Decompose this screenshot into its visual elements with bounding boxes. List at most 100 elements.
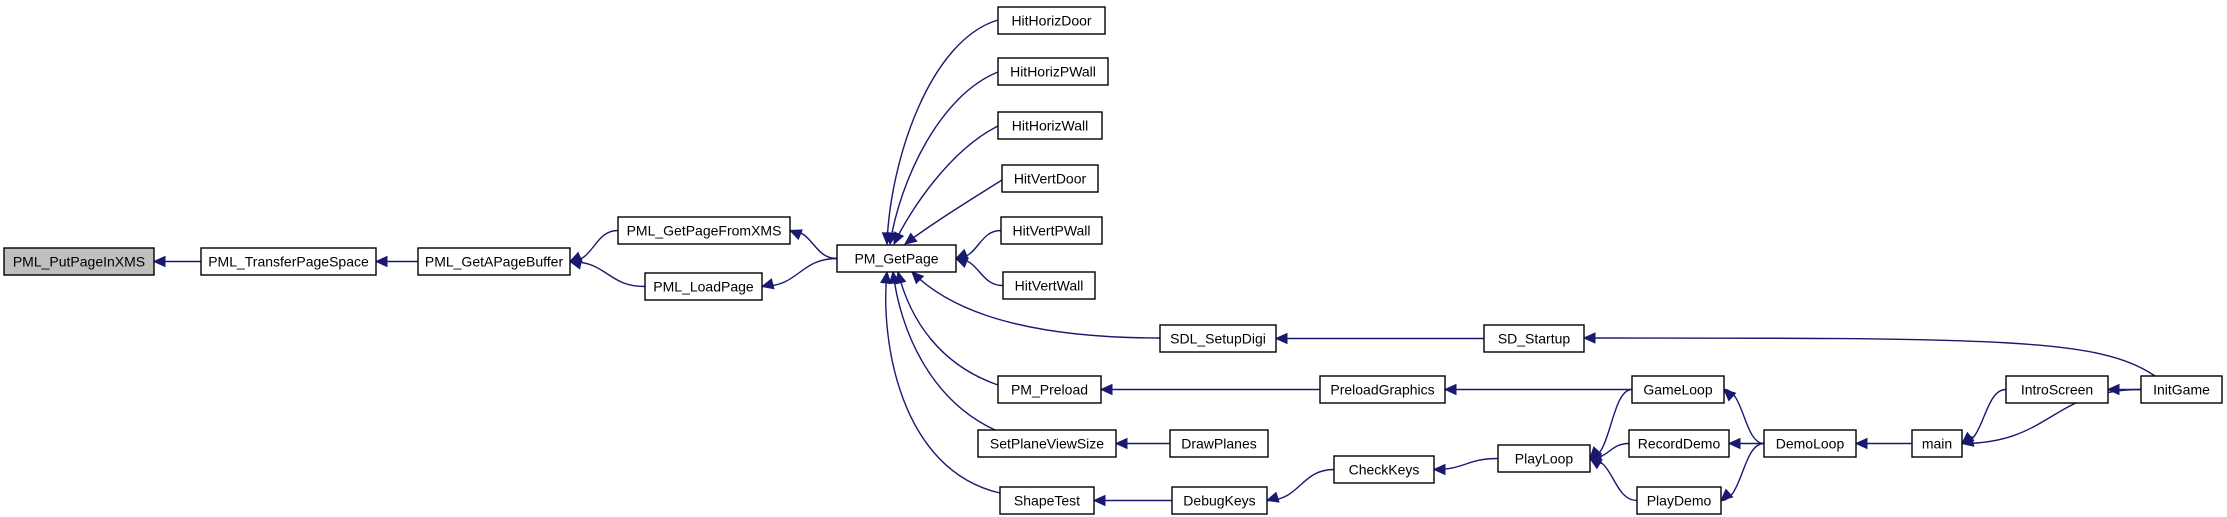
node-preloadgraphics[interactable]: PreloadGraphics	[1319, 375, 1446, 404]
node-checkkeys[interactable]: CheckKeys	[1333, 455, 1435, 484]
node-box	[1763, 429, 1857, 458]
node-box	[1631, 375, 1725, 404]
node-label: HitHorizPWall	[1010, 64, 1096, 80]
node-hithorizdoor[interactable]: HitHorizDoor	[997, 6, 1106, 35]
node-pm-getpage[interactable]: PM_GetPage	[836, 244, 957, 273]
arrow-head-icon	[1099, 383, 1113, 396]
node-hithorizpwall[interactable]: HitHorizPWall	[997, 57, 1109, 86]
arrow-head-icon	[1114, 437, 1128, 450]
edge-pml-loadpage-to-pml-getapagebuffer	[568, 258, 646, 288]
edge-pml-transferpagespace-to-pml-putpageinxms	[152, 255, 202, 268]
edge-line	[889, 71, 999, 245]
node-box	[997, 111, 1103, 140]
edge-preloadgraphics-to-pm-preload	[1099, 383, 1320, 396]
node-box	[1497, 444, 1591, 473]
node-label: PM_GetPage	[854, 251, 938, 267]
arrow-head-icon	[1727, 437, 1741, 450]
node-drawplanes[interactable]: DrawPlanes	[1169, 429, 1269, 458]
node-label: ShapeTest	[1014, 493, 1080, 509]
node-label: RecordDemo	[1638, 436, 1721, 452]
edge-gameloop-to-preloadgraphics	[1443, 383, 1632, 396]
edge-debugkeys-to-shapetest	[1092, 494, 1172, 507]
edge-hitvertdoor-to-pm-getpage	[904, 179, 1003, 245]
arrow-head-icon	[152, 255, 166, 268]
arrow-head-icon	[760, 278, 775, 290]
node-sdl-setupdigi[interactable]: SDL_SetupDigi	[1159, 324, 1277, 353]
node-sd-startup[interactable]: SD_Startup	[1483, 324, 1585, 353]
node-pml-getpagefromxms[interactable]: PML_GetPageFromXMS	[617, 216, 791, 245]
node-pml-putpageinxms[interactable]: PML_PutPageInXMS	[3, 247, 155, 276]
node-box	[1636, 486, 1722, 515]
node-gameloop[interactable]: GameLoop	[1631, 375, 1725, 404]
edge-checkkeys-to-debugkeys	[1265, 468, 1335, 503]
arrow-head-icon	[1443, 383, 1457, 396]
edge-sd-startup-to-sdl-setupdigi	[1274, 332, 1484, 345]
node-introscreen[interactable]: IntroScreen	[2005, 375, 2109, 404]
node-playloop[interactable]: PlayLoop	[1497, 444, 1591, 473]
arrow-head-icon	[911, 271, 925, 285]
arrow-head-icon	[374, 255, 388, 268]
edge-line	[886, 19, 999, 245]
node-box	[1159, 324, 1277, 353]
node-hitvertwall[interactable]: HitVertWall	[1002, 271, 1096, 300]
node-label: CheckKeys	[1349, 462, 1420, 478]
edge-hitvertwall-to-pm-getpage	[954, 257, 1004, 287]
edge-demoloop-to-recorddemo	[1727, 437, 1765, 450]
node-box	[200, 247, 377, 276]
node-pml-loadpage[interactable]: PML_LoadPage	[644, 272, 763, 301]
edge-pm-getpage-to-pml-getpagefromxms	[788, 229, 838, 260]
edge-hithorizwall-to-pm-getpage	[893, 125, 999, 246]
node-pml-transferpagespace[interactable]: PML_TransferPageSpace	[200, 247, 377, 276]
edge-demoloop-to-playdemo	[1720, 442, 1765, 502]
edge-playdemo-to-playloop	[1588, 457, 1638, 502]
arrow-head-icon	[1588, 457, 1603, 470]
node-main[interactable]: main	[1911, 429, 1963, 458]
edge-line	[893, 125, 999, 245]
edge-line	[892, 271, 996, 431]
node-label: HitVertDoor	[1014, 171, 1087, 187]
node-label: PML_LoadPage	[653, 279, 754, 295]
node-initgame[interactable]: InitGame	[2140, 375, 2223, 404]
node-label: IntroScreen	[2021, 382, 2093, 398]
edges-layer	[152, 19, 2156, 507]
edge-line	[897, 271, 999, 386]
node-box	[997, 57, 1109, 86]
node-box	[999, 486, 1095, 515]
node-setplaneviewsize[interactable]: SetPlaneViewSize	[977, 429, 1117, 458]
node-label: DemoLoop	[1776, 436, 1845, 452]
node-box	[1483, 324, 1585, 353]
node-label: SetPlaneViewSize	[990, 436, 1104, 452]
edge-pml-getapagebuffer-to-pml-transferpagespace	[374, 255, 419, 268]
node-box	[617, 216, 791, 245]
node-label: SD_Startup	[1498, 331, 1571, 347]
node-hithorizwall[interactable]: HitHorizWall	[997, 111, 1103, 140]
node-hitvertdoor[interactable]: HitVertDoor	[1001, 164, 1099, 193]
edge-gameloop-to-playloop	[1589, 388, 1633, 460]
arrow-head-icon	[1274, 332, 1288, 345]
node-label: PlayLoop	[1515, 451, 1574, 467]
node-pm-preload[interactable]: PM_Preload	[997, 375, 1102, 404]
node-pml-getapagebuffer[interactable]: PML_GetAPageBuffer	[417, 247, 571, 276]
node-box	[417, 247, 571, 276]
arrow-head-icon	[1582, 332, 1596, 344]
node-playdemo[interactable]: PlayDemo	[1636, 486, 1722, 515]
arrow-head-icon	[888, 270, 901, 285]
node-debugkeys[interactable]: DebugKeys	[1171, 486, 1268, 515]
node-demoloop[interactable]: DemoLoop	[1763, 429, 1857, 458]
node-box	[1002, 271, 1096, 300]
arrow-head-icon	[1265, 491, 1280, 503]
arrow-head-icon	[568, 258, 583, 270]
node-box	[997, 375, 1102, 404]
node-shapetest[interactable]: ShapeTest	[999, 486, 1095, 515]
edge-hitvertpwall-to-pm-getpage	[954, 229, 1002, 260]
arrow-head-icon	[788, 229, 803, 241]
node-label: DrawPlanes	[1181, 436, 1256, 452]
node-hitvertpwall[interactable]: HitVertPWall	[1000, 216, 1103, 245]
node-label: PM_Preload	[1011, 382, 1088, 398]
node-recorddemo[interactable]: RecordDemo	[1628, 429, 1730, 458]
edge-setplaneviewsize-to-pm-getpage	[888, 270, 996, 431]
arrow-head-icon	[1960, 435, 1975, 447]
edge-initgame-to-main	[1960, 388, 2142, 447]
node-box	[2005, 375, 2109, 404]
